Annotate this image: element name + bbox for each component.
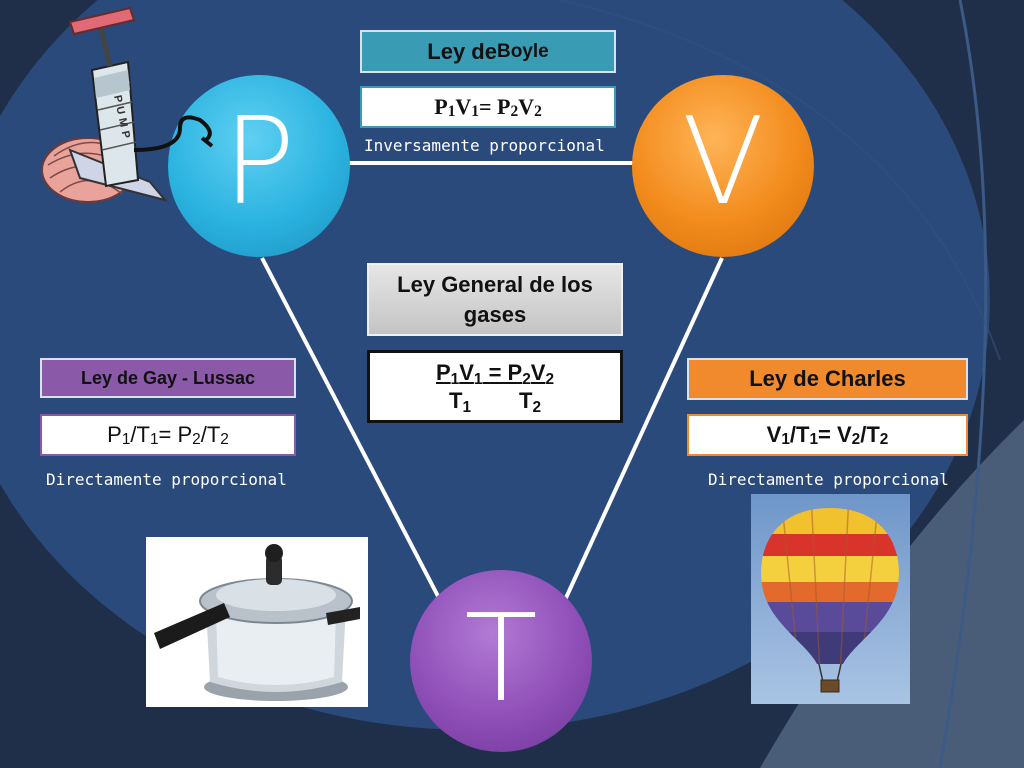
temperature-node: T: [410, 570, 592, 752]
boyle-title: Ley de Boyle: [360, 30, 616, 73]
air-pump-image: PUMP: [41, 6, 214, 203]
general-law-title: Ley General de los gases: [367, 263, 623, 336]
pressure-node: P: [168, 75, 350, 257]
pressure-letter: P: [222, 93, 296, 232]
temperature-letter: T: [464, 590, 538, 729]
volume-node: V: [632, 75, 814, 257]
line-v-t: [563, 257, 724, 601]
gay-lussac-title: Ley de Gay - Lussac: [40, 358, 296, 398]
charles-caption: Directamente proporcional: [708, 470, 949, 489]
pressure-cooker-image: [146, 537, 368, 707]
boyle-caption: Inversamente proporcional: [364, 136, 605, 155]
hot-air-balloon-image: [751, 494, 910, 704]
gay-lussac-caption: Directamente proporcional: [46, 470, 287, 489]
volume-letter: V: [681, 93, 765, 232]
line-p-t: [260, 257, 442, 601]
charles-title: Ley de Charles: [687, 358, 968, 400]
general-law-numerator: P1V1 = P2V2: [435, 359, 555, 389]
